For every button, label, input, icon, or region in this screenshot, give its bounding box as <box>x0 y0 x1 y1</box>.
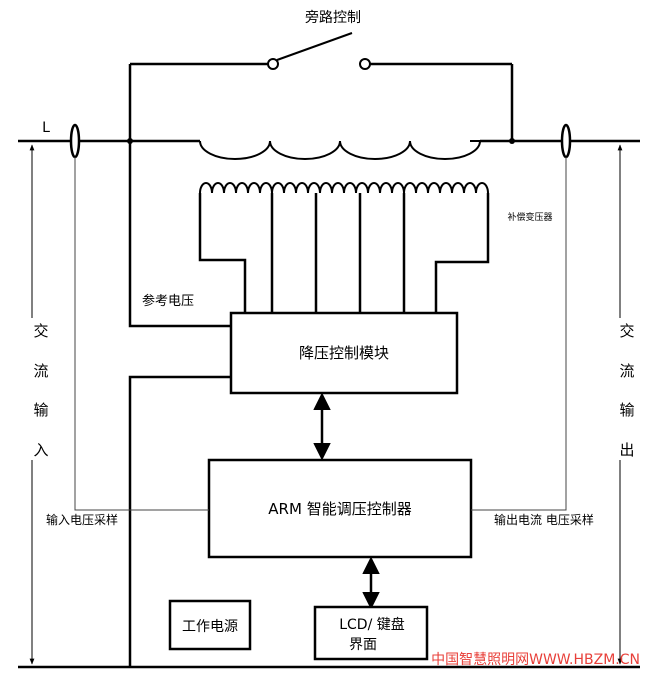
lcd-keyboard-label-line1: LCD/ 键盘 <box>339 616 405 633</box>
tapped-winding <box>199 182 489 194</box>
bypass-label: 旁路控制 <box>305 9 361 26</box>
compensation-transformer-label: 补偿变压器 <box>507 211 552 223</box>
bypass-switch <box>267 32 371 70</box>
ac-input-char: 输 <box>33 401 48 419</box>
lcd-keyboard-label-line2: 界面 <box>349 637 377 653</box>
bypass-circuit <box>128 62 514 141</box>
watermark: 中国智慧照明网WWW.HBZM.CN <box>431 652 640 668</box>
output-sampling-label: 输出电流 电压采样 <box>494 512 594 527</box>
junction-dot <box>509 138 515 144</box>
reference-voltage-wire <box>128 141 232 328</box>
input-sampling-label: 输入电压采样 <box>46 512 118 527</box>
power-supply-label: 工作电源 <box>182 619 238 635</box>
module-power-wire <box>128 375 231 667</box>
ac-input-char: 交 <box>33 322 48 340</box>
line-l-label: L <box>42 120 50 136</box>
series-winding <box>199 140 481 160</box>
arm-controller-label: ARM 智能调压控制器 <box>268 500 411 518</box>
ac-input-char: 流 <box>33 362 48 380</box>
output-sensor <box>560 123 572 159</box>
ac-output-char: 流 <box>619 362 634 380</box>
ac-output-char: 输 <box>619 401 634 419</box>
lcd-keyboard-box <box>313 605 429 661</box>
ac-input-label: 交 流 输 入 <box>33 322 48 459</box>
ac-input-char: 入 <box>33 441 48 459</box>
ac-output-label: 交 流 输 出 <box>619 322 634 459</box>
ac-output-char: 交 <box>619 322 634 340</box>
power-supply-box <box>168 599 252 651</box>
step-down-module-label: 降压控制模块 <box>299 344 389 362</box>
reference-voltage-label: 参考电压 <box>142 293 194 309</box>
tap-wires <box>198 193 490 313</box>
ac-output-char: 出 <box>619 441 634 459</box>
sampling-lines <box>74 157 567 511</box>
arm-controller-box <box>207 458 473 559</box>
step-down-module-box <box>229 311 459 395</box>
input-sensor <box>69 123 81 159</box>
